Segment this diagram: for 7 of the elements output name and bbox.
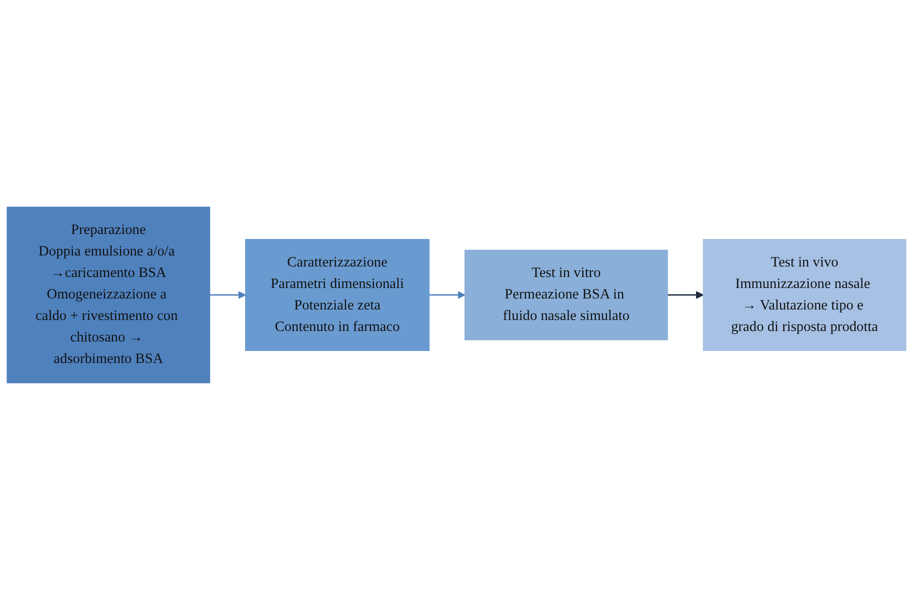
arrow [429, 291, 466, 299]
node-box: Test in vivo Immunizzazione nasale → Valutazione tipo e grado di risposta prodotta [702, 239, 906, 351]
node-box: Preparazione Doppia emulsione a/o/a →caricamento BSA Omogeneizzazione a caldo + rivestimento con chitosano → adsorbimento BSA [6, 206, 210, 384]
node-box: Caratterizzazione Parametri dimensionali Potenziale zeta Contenuto in farmaco [245, 239, 430, 351]
arrow [667, 291, 704, 299]
arrow [210, 291, 246, 299]
node-box: Test in vitro Permeazione BSA in fluido nasale simulato [464, 250, 668, 340]
